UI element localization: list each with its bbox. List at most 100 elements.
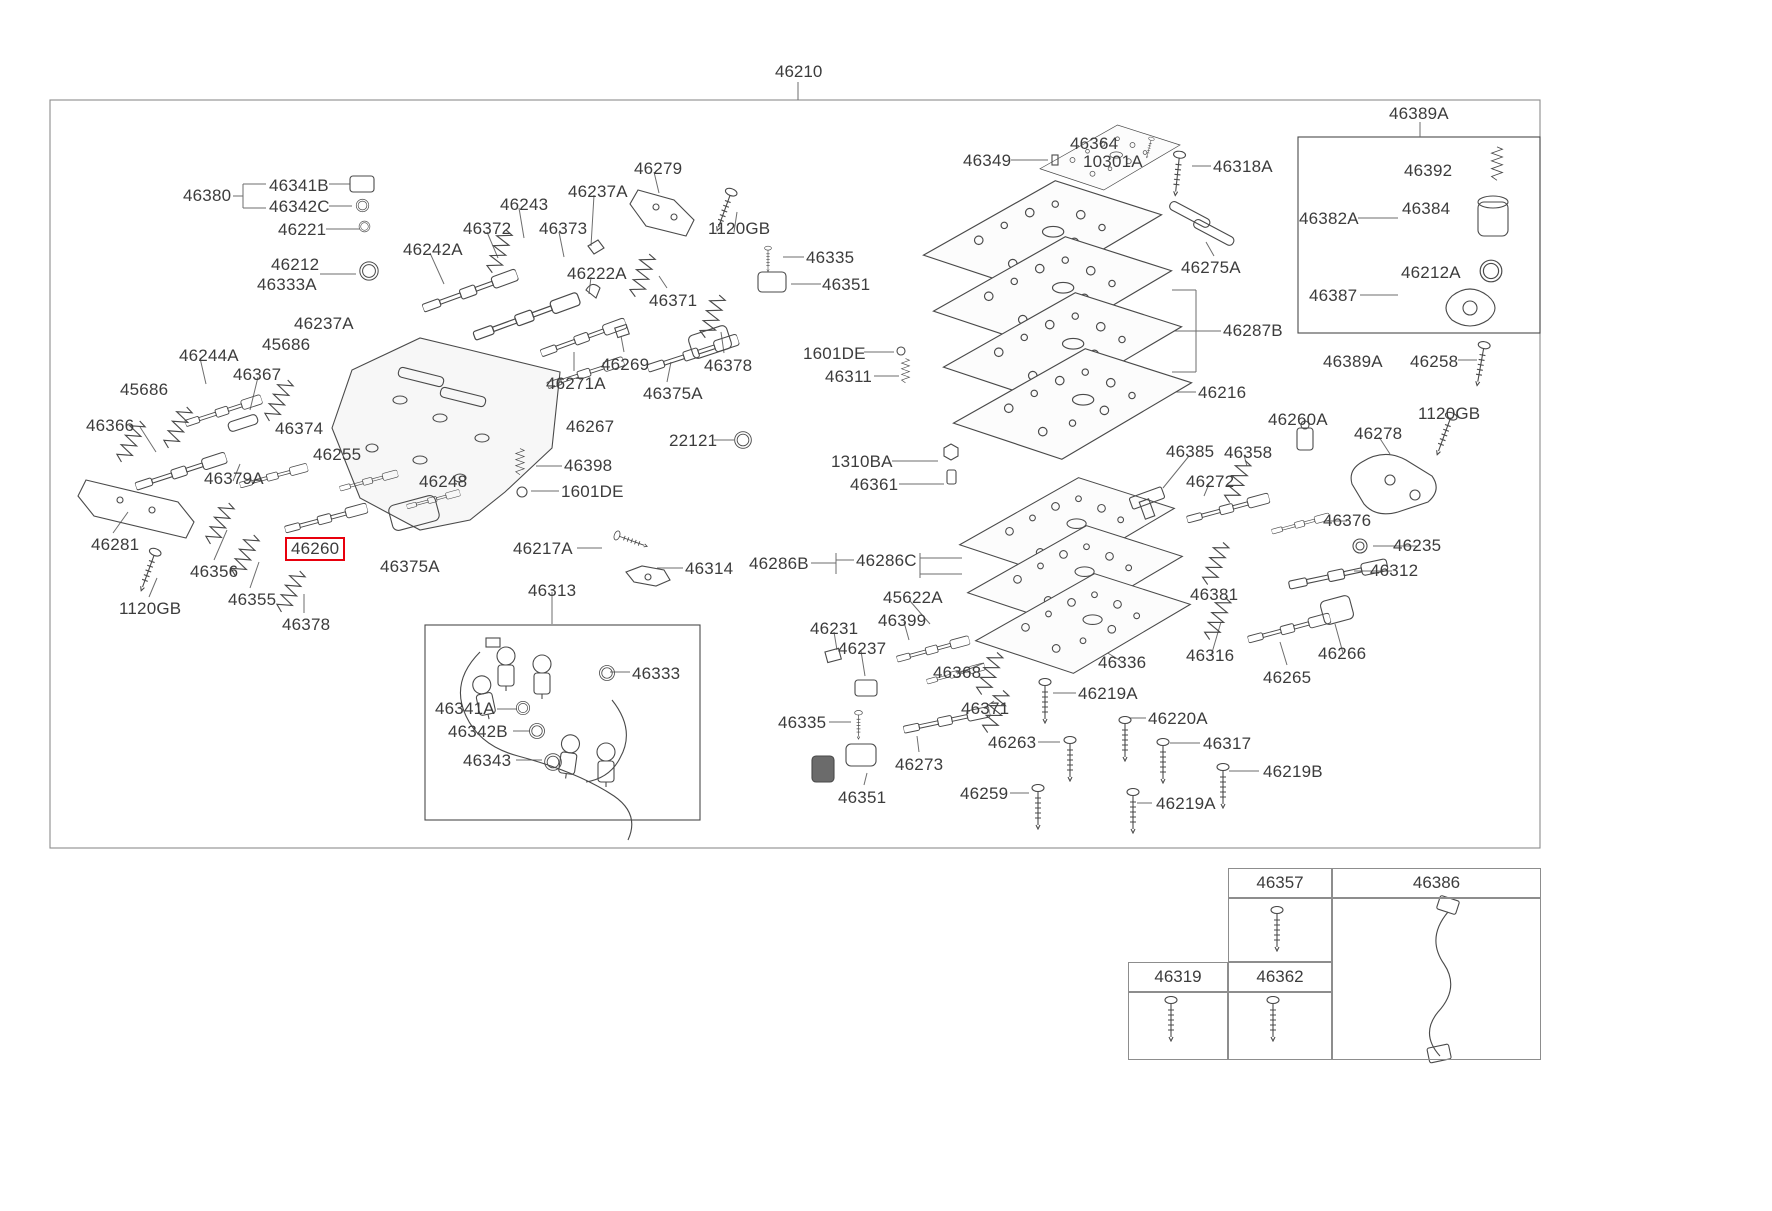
part-label-46314-43[interactable]: 46314 bbox=[685, 559, 734, 578]
part-label-46335-91[interactable]: 46335 bbox=[778, 713, 827, 732]
part-label-46351-33[interactable]: 46351 bbox=[822, 275, 871, 294]
part-label-46222a-29[interactable]: 46222A bbox=[567, 264, 627, 283]
part-label-46317-95[interactable]: 46317 bbox=[1203, 734, 1252, 753]
part-label-46358-72[interactable]: 46358 bbox=[1224, 443, 1273, 462]
part-label-46366-11[interactable]: 46366 bbox=[86, 416, 135, 435]
part-label-46217a-42[interactable]: 46217A bbox=[513, 539, 573, 558]
part-label-46364-50[interactable]: 46364 bbox=[1070, 134, 1119, 153]
part-label-46231-82[interactable]: 46231 bbox=[810, 619, 859, 638]
part-label-1120gb-68[interactable]: 1120GB bbox=[1418, 404, 1481, 423]
part-label-46379a-14[interactable]: 46379A bbox=[204, 469, 264, 488]
part-label-46219a-99[interactable]: 46219A bbox=[1156, 794, 1216, 813]
part-label-46267-38[interactable]: 46267 bbox=[566, 417, 615, 436]
part-label-46389a-64[interactable]: 46389A bbox=[1323, 352, 1383, 371]
part-label-46243-25[interactable]: 46243 bbox=[500, 195, 549, 214]
part-label-46384-55[interactable]: 46384 bbox=[1402, 199, 1451, 218]
part-label-46367-9[interactable]: 46367 bbox=[233, 365, 282, 384]
part-label-46286b-76[interactable]: 46286B bbox=[749, 554, 809, 573]
part-label-46371-31[interactable]: 46371 bbox=[649, 291, 698, 310]
part-label-46355-20[interactable]: 46355 bbox=[228, 590, 277, 609]
part-label-46376-74[interactable]: 46376 bbox=[1323, 511, 1372, 530]
part-label-46258-65[interactable]: 46258 bbox=[1410, 352, 1459, 371]
part-label-46399-81[interactable]: 46399 bbox=[878, 611, 927, 630]
part-label-46237a-6[interactable]: 46237A bbox=[294, 314, 354, 333]
part-label-46378-22[interactable]: 46378 bbox=[282, 615, 331, 634]
part-label-46219b-97[interactable]: 46219B bbox=[1263, 762, 1323, 781]
part-label-46263-93[interactable]: 46263 bbox=[988, 733, 1037, 752]
part-label-46356-18[interactable]: 46356 bbox=[190, 562, 239, 581]
part-label-46316-86[interactable]: 46316 bbox=[1186, 646, 1235, 665]
part-label-46375a-36[interactable]: 46375A bbox=[643, 384, 703, 403]
part-label-46341a-46[interactable]: 46341A bbox=[435, 699, 495, 718]
part-label-46381-79[interactable]: 46381 bbox=[1190, 585, 1239, 604]
part-label-45622a-80[interactable]: 45622A bbox=[883, 588, 943, 607]
part-label-46333a-5[interactable]: 46333A bbox=[257, 275, 317, 294]
part-label-46259-98[interactable]: 46259 bbox=[960, 784, 1009, 803]
part-label-46318a-52[interactable]: 46318A bbox=[1213, 157, 1273, 176]
part-label-46385-71[interactable]: 46385 bbox=[1166, 442, 1215, 461]
part-label-46216-63[interactable]: 46216 bbox=[1198, 383, 1247, 402]
part-label-46389a-53[interactable]: 46389A bbox=[1389, 104, 1449, 123]
part-label-1310ba-69[interactable]: 1310BA bbox=[831, 452, 893, 471]
part-label-46269-34[interactable]: 46269 bbox=[601, 355, 650, 374]
part-label-46248-15[interactable]: 46248 bbox=[419, 472, 468, 491]
part-label-45686-10[interactable]: 45686 bbox=[120, 380, 169, 399]
table-header-46319[interactable]: 46319 bbox=[1128, 962, 1228, 992]
part-label-46286c-77[interactable]: 46286C bbox=[856, 551, 917, 570]
part-label-46351-96[interactable]: 46351 bbox=[838, 788, 887, 807]
part-label-46260a-66[interactable]: 46260A bbox=[1268, 410, 1328, 429]
part-label-46398-40[interactable]: 46398 bbox=[564, 456, 613, 475]
part-label-1120gb-21[interactable]: 1120GB bbox=[119, 599, 182, 618]
part-label-46273-94[interactable]: 46273 bbox=[895, 755, 944, 774]
part-label-46374-12[interactable]: 46374 bbox=[275, 419, 324, 438]
part-label-46349-49[interactable]: 46349 bbox=[963, 151, 1012, 170]
part-label-46387-59[interactable]: 46387 bbox=[1309, 286, 1358, 305]
part-label-46221-3[interactable]: 46221 bbox=[278, 220, 327, 239]
part-label-46372-24[interactable]: 46372 bbox=[463, 219, 512, 238]
table-header-46357[interactable]: 46357 bbox=[1228, 868, 1332, 898]
part-label-46311-62[interactable]: 46311 bbox=[825, 367, 873, 386]
part-label-46244a-8[interactable]: 46244A bbox=[179, 346, 239, 365]
part-label-1120gb-30[interactable]: 1120GB bbox=[708, 219, 771, 238]
part-label-46255-13[interactable]: 46255 bbox=[313, 445, 362, 464]
part-label-1601de-61[interactable]: 1601DE bbox=[803, 344, 866, 363]
part-label-46382a-56[interactable]: 46382A bbox=[1299, 209, 1359, 228]
part-label-46341b-1[interactable]: 46341B bbox=[269, 176, 329, 195]
part-label-46281-16[interactable]: 46281 bbox=[91, 535, 140, 554]
part-label-1601de-41[interactable]: 1601DE bbox=[561, 482, 624, 501]
part-label-10301a-51[interactable]: 10301A bbox=[1083, 152, 1143, 171]
table-header-46362[interactable]: 46362 bbox=[1228, 962, 1332, 992]
part-label-46312-78[interactable]: 46312 bbox=[1370, 561, 1419, 580]
part-label-45686-7[interactable]: 45686 bbox=[262, 335, 311, 354]
part-label-46342c-2[interactable]: 46342C bbox=[269, 197, 330, 216]
part-label-46235-75[interactable]: 46235 bbox=[1393, 536, 1442, 555]
part-label-22121-39[interactable]: 22121 bbox=[669, 431, 718, 450]
part-label-46271a-35[interactable]: 46271A bbox=[546, 374, 606, 393]
table-header-46386[interactable]: 46386 bbox=[1332, 868, 1541, 898]
part-label-46378-37[interactable]: 46378 bbox=[704, 356, 753, 375]
part-label-46333-45[interactable]: 46333 bbox=[632, 664, 681, 683]
part-label-46266-88[interactable]: 46266 bbox=[1318, 644, 1367, 663]
part-label-46237-83[interactable]: 46237 bbox=[838, 639, 887, 658]
part-label-46371-90[interactable]: 46371 bbox=[961, 699, 1010, 718]
part-label-46237a-26[interactable]: 46237A bbox=[568, 182, 628, 201]
part-label-46278-67[interactable]: 46278 bbox=[1354, 424, 1403, 443]
part-label-46373-27[interactable]: 46373 bbox=[539, 219, 588, 238]
part-label-46287b-60[interactable]: 46287B bbox=[1223, 321, 1283, 340]
part-label-46260-17[interactable]: 46260 bbox=[285, 537, 346, 561]
part-label-46219a-89[interactable]: 46219A bbox=[1078, 684, 1138, 703]
part-label-46272-73[interactable]: 46272 bbox=[1186, 472, 1235, 491]
part-label-46342b-47[interactable]: 46342B bbox=[448, 722, 508, 741]
part-label-46361-70[interactable]: 46361 bbox=[850, 475, 899, 494]
part-label-46279-28[interactable]: 46279 bbox=[634, 159, 683, 178]
part-label-46336-85[interactable]: 46336 bbox=[1098, 653, 1147, 672]
part-label-46275a-57[interactable]: 46275A bbox=[1181, 258, 1241, 277]
part-label-46335-32[interactable]: 46335 bbox=[806, 248, 855, 267]
part-label-46212a-58[interactable]: 46212A bbox=[1401, 263, 1461, 282]
part-label-46265-87[interactable]: 46265 bbox=[1263, 668, 1312, 687]
main-part-label[interactable]: 46210 bbox=[775, 62, 823, 81]
part-label-46343-48[interactable]: 46343 bbox=[463, 751, 512, 770]
part-label-46392-54[interactable]: 46392 bbox=[1404, 161, 1453, 180]
part-label-46212-4[interactable]: 46212 bbox=[271, 255, 320, 274]
part-label-46220a-92[interactable]: 46220A bbox=[1148, 709, 1208, 728]
